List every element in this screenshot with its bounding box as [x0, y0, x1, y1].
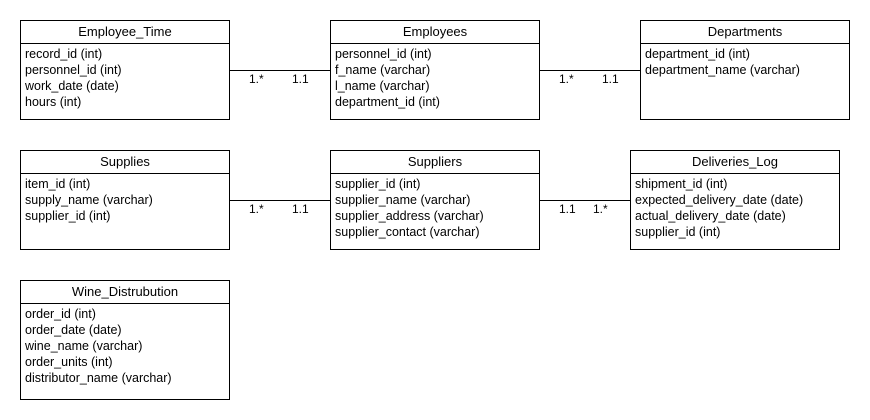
attribute: actual_delivery_date (date)	[635, 209, 786, 223]
entity-title: Supplies	[21, 151, 229, 174]
attribute: l_name (varchar)	[335, 79, 430, 93]
entity-title: Suppliers	[331, 151, 539, 174]
entity-title: Employees	[331, 21, 539, 44]
cardinality-label: 1.*	[249, 72, 264, 86]
relationship-line-employees-departments[interactable]	[540, 70, 640, 71]
entity-employee-time[interactable]: Employee_Time record_id (int) personnel_…	[20, 20, 230, 120]
relationship-line-employee-time-employees[interactable]	[230, 70, 330, 71]
attribute-list: order_id (int) order_date (date) wine_na…	[21, 304, 229, 386]
attribute: distributor_name (varchar)	[25, 371, 172, 385]
entity-wine-distrubution[interactable]: Wine_Distrubution order_id (int) order_d…	[20, 280, 230, 400]
cardinality-label: 1.1	[292, 72, 309, 86]
attribute: personnel_id (int)	[25, 63, 122, 77]
attribute: department_id (int)	[335, 95, 440, 109]
attribute: department_id (int)	[645, 47, 750, 61]
entity-departments[interactable]: Departments department_id (int) departme…	[640, 20, 850, 120]
attribute: order_date (date)	[25, 323, 122, 337]
entity-employees[interactable]: Employees personnel_id (int) f_name (var…	[330, 20, 540, 120]
attribute: supplier_id (int)	[635, 225, 721, 239]
attribute: department_name (varchar)	[645, 63, 800, 77]
attribute-list: record_id (int) personnel_id (int) work_…	[21, 44, 229, 110]
attribute: supply_name (varchar)	[25, 193, 153, 207]
attribute-list: department_id (int) department_name (var…	[641, 44, 849, 78]
attribute-list: supplier_id (int) supplier_name (varchar…	[331, 174, 539, 240]
attribute: record_id (int)	[25, 47, 103, 61]
cardinality-label: 1.*	[559, 72, 574, 86]
attribute: supplier_contact (varchar)	[335, 225, 480, 239]
attribute: supplier_id (int)	[25, 209, 111, 223]
relationship-line-suppliers-deliveries-log[interactable]	[540, 200, 630, 201]
entity-title: Departments	[641, 21, 849, 44]
attribute: order_units (int)	[25, 355, 113, 369]
attribute: personnel_id (int)	[335, 47, 432, 61]
cardinality-label: 1.1	[602, 72, 619, 86]
cardinality-label: 1.*	[249, 202, 264, 216]
attribute: work_date (date)	[25, 79, 119, 93]
cardinality-label: 1.*	[593, 202, 608, 216]
attribute: item_id (int)	[25, 177, 91, 191]
attribute: order_id (int)	[25, 307, 96, 321]
cardinality-label: 1.1	[559, 202, 576, 216]
attribute-list: item_id (int) supply_name (varchar) supp…	[21, 174, 229, 224]
cardinality-label: 1.1	[292, 202, 309, 216]
attribute: f_name (varchar)	[335, 63, 431, 77]
entity-suppliers[interactable]: Suppliers supplier_id (int) supplier_nam…	[330, 150, 540, 250]
attribute: supplier_address (varchar)	[335, 209, 484, 223]
entity-deliveries-log[interactable]: Deliveries_Log shipment_id (int) expecte…	[630, 150, 840, 250]
attribute: expected_delivery_date (date)	[635, 193, 804, 207]
attribute-list: personnel_id (int) f_name (varchar) l_na…	[331, 44, 539, 110]
entity-title: Deliveries_Log	[631, 151, 839, 174]
entity-title: Employee_Time	[21, 21, 229, 44]
attribute: wine_name (varchar)	[25, 339, 143, 353]
relationship-line-supplies-suppliers[interactable]	[230, 200, 330, 201]
attribute: supplier_id (int)	[335, 177, 421, 191]
attribute: shipment_id (int)	[635, 177, 728, 191]
attribute: supplier_name (varchar)	[335, 193, 471, 207]
entity-supplies[interactable]: Supplies item_id (int) supply_name (varc…	[20, 150, 230, 250]
attribute-list: shipment_id (int) expected_delivery_date…	[631, 174, 839, 240]
entity-title: Wine_Distrubution	[21, 281, 229, 304]
attribute: hours (int)	[25, 95, 82, 109]
